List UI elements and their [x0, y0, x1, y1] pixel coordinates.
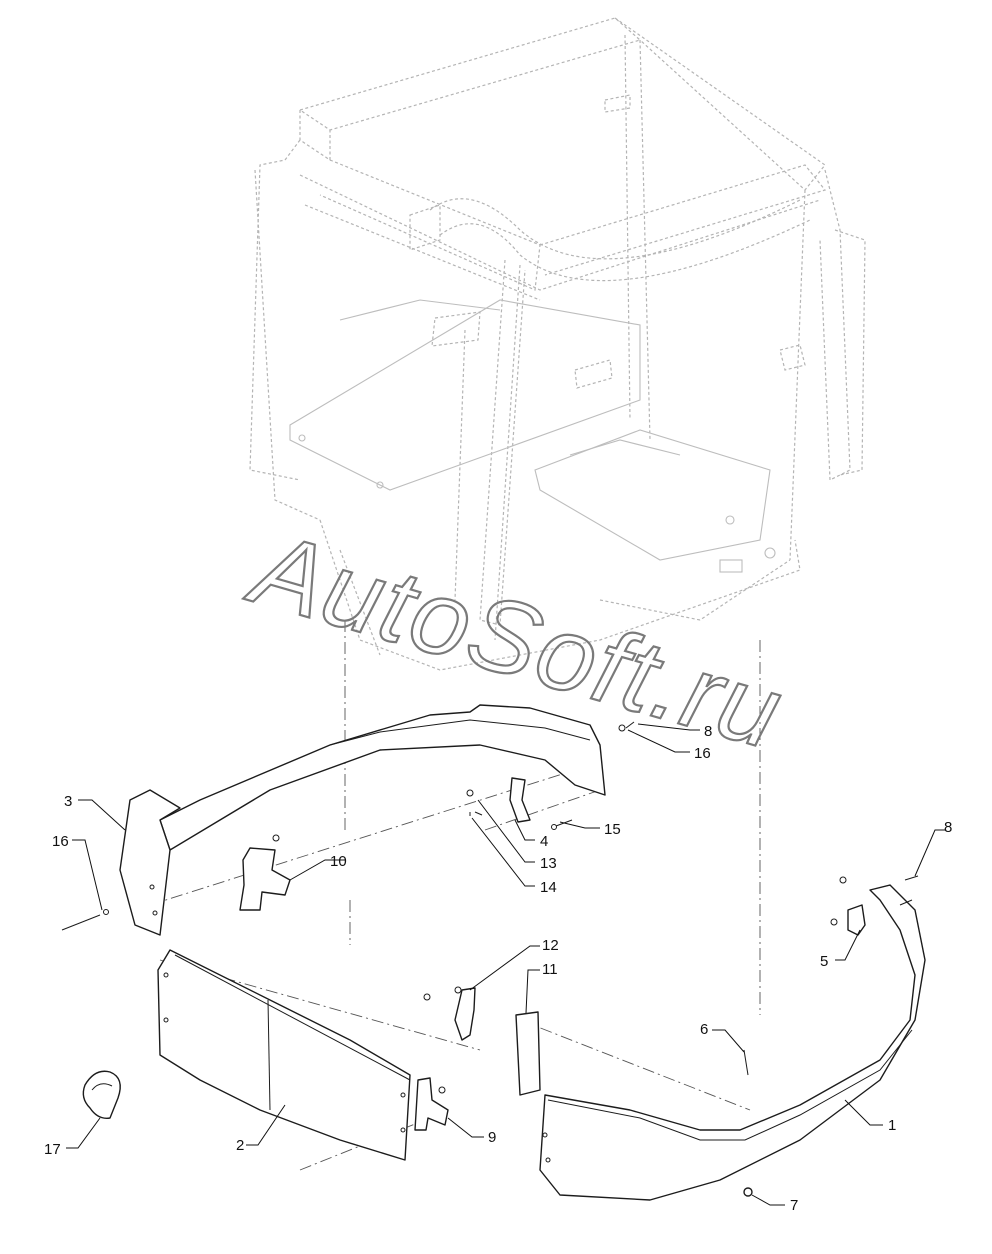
callout-8-top: 8	[704, 723, 712, 740]
callout-3: 3	[64, 793, 72, 810]
callout-12: 12	[542, 937, 559, 954]
part-7-nut	[743, 1187, 753, 1197]
callout-17: 17	[44, 1141, 61, 1158]
callout-2: 2	[236, 1137, 244, 1154]
callout-4: 4	[540, 833, 548, 850]
callout-16-left: 16	[52, 833, 69, 850]
callout-5: 5	[820, 953, 828, 970]
callout-10: 10	[330, 853, 347, 870]
callout-13: 13	[540, 855, 557, 872]
leader-lines	[66, 723, 945, 1206]
part-11-strip	[515, 1011, 541, 1096]
part-17-clip	[82, 1070, 121, 1119]
part-10-bracket	[239, 834, 291, 911]
callout-7: 7	[790, 1197, 798, 1214]
callout-11: 11	[542, 961, 558, 978]
part-1-lower-bumper	[539, 884, 926, 1201]
part-5-bracket	[830, 875, 919, 936]
part-9-bracket	[414, 1077, 449, 1131]
callout-9: 9	[488, 1129, 496, 1146]
part-13-14-bolts	[466, 789, 483, 816]
part-4-bracket	[509, 777, 531, 823]
part-15-screw	[551, 819, 573, 830]
callout-1: 1	[888, 1117, 896, 1134]
callout-14: 14	[540, 879, 557, 896]
callout-6: 6	[700, 1021, 708, 1038]
part-6-pin	[743, 1049, 749, 1076]
part-3-upper-fascia	[119, 704, 606, 936]
part-12-bracket	[423, 986, 476, 1041]
callout-8-right: 8	[944, 819, 952, 836]
callout-labels: 3 16 10 8 16 15 4 13 14 8 5 12 11 6 1 2 …	[44, 723, 952, 1214]
part-2-grille-panel	[157, 949, 411, 1161]
cab-frame-ghost	[249, 17, 866, 671]
callout-15: 15	[604, 821, 621, 838]
part-8-16-screw-washer	[61, 721, 635, 931]
callout-16-right: 16	[694, 745, 711, 762]
